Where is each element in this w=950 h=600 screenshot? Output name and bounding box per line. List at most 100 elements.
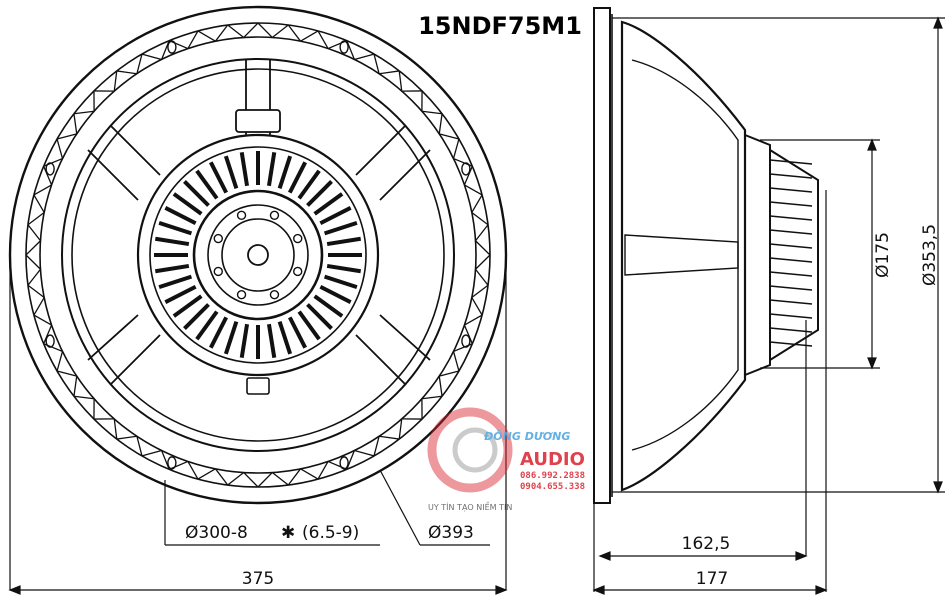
lattice-strut — [475, 240, 491, 256]
lattice-strut — [25, 240, 41, 256]
mounting-hole — [461, 162, 471, 176]
lattice-strut — [317, 30, 329, 49]
cooling-fin — [164, 284, 197, 304]
lattice-strut — [452, 138, 460, 159]
cooling-fin — [319, 206, 352, 226]
lattice-strut — [373, 436, 380, 457]
side-fin — [769, 299, 813, 305]
cooling-fin — [158, 220, 193, 236]
lattice-strut — [168, 40, 189, 50]
lattice-strut — [187, 461, 199, 480]
lattice-strut — [271, 472, 289, 486]
cooling-fin — [326, 263, 362, 274]
lattice-strut — [214, 24, 229, 42]
lattice-strut — [463, 165, 473, 186]
cooling-fin — [313, 294, 344, 318]
side-view — [593, 7, 819, 504]
side-fin — [769, 243, 813, 249]
cooling-fin — [223, 320, 239, 355]
side-cooling-fins — [769, 159, 813, 347]
lattice-strut — [257, 22, 273, 38]
lattice-strut — [56, 133, 77, 140]
lattice-strut — [113, 418, 118, 440]
cooling-fin — [239, 323, 250, 359]
lattice-strut — [439, 133, 460, 140]
cooling-fin — [323, 220, 358, 236]
lattice-strut — [243, 22, 259, 38]
magnet-outer — [136, 133, 380, 377]
lattice-strut — [300, 468, 319, 480]
magnet-body — [744, 134, 771, 376]
lattice-strut — [475, 268, 489, 286]
side-fin — [769, 257, 813, 263]
bolt-hole — [293, 266, 303, 277]
dim-mounting-hole-size: (6.5-9) — [302, 523, 359, 543]
watermark-phone-1: 086.992.2838 — [520, 471, 585, 481]
pole-bolts — [213, 210, 303, 300]
lattice-strut — [373, 53, 380, 74]
cooling-fin — [313, 192, 344, 216]
side-fin — [769, 187, 813, 193]
lattice-strut — [33, 297, 45, 316]
lattice-strut — [27, 224, 41, 242]
lattice-strut — [421, 395, 443, 400]
bolt-hole — [236, 210, 247, 220]
lattice-strut — [27, 284, 45, 299]
bolt-hole — [269, 290, 280, 300]
dim-magnet-diameter: Ø175 — [873, 232, 893, 278]
mounting-holes — [45, 40, 471, 470]
watermark-logo: ĐÔNG DƯƠNG AUDIO 086.992.2838 0904.655.3… — [427, 407, 585, 513]
lattice-strut — [214, 468, 229, 486]
lattice-strut — [464, 184, 483, 196]
lattice-strut — [475, 224, 489, 242]
lattice-strut — [463, 324, 473, 345]
lattice-strut — [197, 468, 216, 480]
watermark-slogan: UY TÍN TẠO NIỀM TIN — [428, 500, 512, 513]
lattice-strut — [438, 113, 443, 134]
bolt-hole — [213, 266, 223, 277]
cooling-fin — [164, 206, 197, 226]
cooling-fin — [277, 155, 293, 190]
rim-ring-3 — [39, 36, 477, 474]
lattice-strut — [354, 53, 375, 61]
cooling-fin — [183, 303, 210, 330]
lattice-strut — [379, 435, 400, 440]
dim-mounting-holes: Ø300-8 — [185, 523, 248, 543]
cooling-fin — [297, 169, 321, 200]
cooling-fin — [154, 263, 190, 274]
watermark-ring-icon — [427, 407, 513, 493]
lattice-strut — [197, 30, 216, 42]
cooling-fin — [306, 180, 333, 207]
bolt-hole — [213, 233, 223, 244]
lattice-strut — [398, 418, 403, 440]
lattice-strut — [56, 138, 64, 159]
cooling-fin — [277, 320, 293, 355]
bolt-hole — [293, 233, 303, 244]
terminal-bottom — [246, 377, 270, 395]
cooling-fin — [209, 161, 229, 194]
lattice-strut — [73, 395, 95, 400]
watermark-brand-sub: AUDIO — [520, 449, 585, 470]
mounting-hole — [45, 334, 55, 348]
lattice-strut — [116, 70, 137, 75]
cooling-fins — [154, 151, 362, 359]
lattice-strut — [471, 194, 483, 213]
lattice-strut — [398, 70, 403, 92]
side-dimension-lines — [592, 16, 945, 595]
lattice-strut — [73, 113, 78, 134]
watermark-phone-2: 0904.655.338 — [520, 482, 585, 492]
lattice-strut — [354, 449, 375, 457]
magnet-finned-body — [769, 149, 819, 361]
lattice-strut — [471, 297, 483, 316]
lattice-strut — [113, 70, 118, 92]
cooling-fin — [195, 169, 219, 200]
mounting-hole — [45, 162, 55, 176]
lattice-strut — [421, 110, 443, 115]
lattice-strut — [327, 460, 348, 470]
side-fin — [769, 313, 813, 319]
cooling-fin — [195, 310, 219, 341]
side-fin — [769, 159, 813, 165]
mounting-hole — [167, 456, 177, 470]
